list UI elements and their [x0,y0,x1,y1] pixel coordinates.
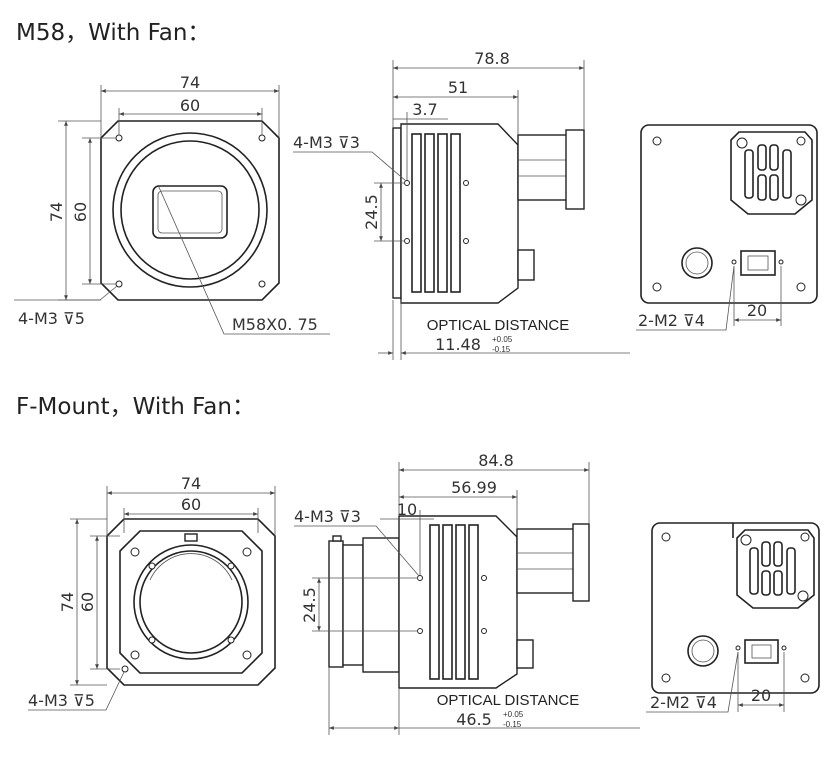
corner-hole [661,532,671,542]
fan-grille [730,131,813,215]
lens-mount-inner [120,140,260,280]
back-holes-label: 2-M2 ⊽4 [638,311,705,330]
side-body [398,515,518,689]
corner-hole [661,673,671,683]
fan-cap [572,523,590,602]
side-holes-label: 4-M3 ⊽3 [293,133,360,152]
back-housing [651,522,820,694]
f-mount-flange [119,530,263,674]
body-length-label: 56.99 [451,478,497,497]
mount-hole [258,134,266,142]
fin [437,133,448,293]
fin [455,524,466,680]
section-title: M58，With Fan： [16,20,210,46]
body-length-label: 51 [448,78,468,97]
fan-housing [516,528,576,594]
hole-pitch-label: 24.5 [300,587,319,623]
hole-span-v-label: 60 [71,202,90,222]
width-label: 74 [180,73,200,92]
hole-span-label: 60 [180,96,200,115]
front-housing [100,120,280,301]
hole-span-label: 60 [181,495,201,514]
leader-back-holes [636,265,735,331]
leader-thread [157,184,330,335]
mount-hole [121,665,129,673]
fin [442,524,453,680]
sensor-window [152,185,228,239]
leader-side-holes [294,525,420,577]
mount-holes-label: 4-M3 ⊽5 [18,309,85,328]
tolerance-minus: -0.15 [503,720,522,729]
lens-mount-outer [112,132,268,288]
f-mount-adapter [362,537,400,673]
fan-housing [517,134,569,201]
corner-hole [652,282,662,292]
sensor-inner [157,190,223,234]
side-holes-label: 4-M3 ⊽3 [294,507,361,526]
front-housing [106,518,276,686]
thread-label: M58X0. 75 [232,315,318,334]
leader-side-holes [293,151,407,182]
corner-hole [796,282,806,292]
side-connector [517,249,535,281]
hole-offset-label: 10 [397,500,417,519]
section-f-mount: F-Mount，With Fan： 74 60 [16,394,820,735]
length-label: 78.8 [474,49,510,68]
mount-holes-label: 4-M3 ⊽5 [28,691,95,710]
corner-hole [800,532,810,542]
fin [411,133,422,293]
tolerance-minus: -0.15 [492,345,511,354]
power-connector [681,247,713,279]
optical-distance-label: OPTICAL DISTANCE [437,692,580,709]
front-flange [392,127,402,299]
width-label: 74 [181,474,201,493]
back-hole-pitch-label: 20 [751,686,771,705]
fan-grille [736,529,815,609]
optical-distance-label: OPTICAL DISTANCE [427,317,570,334]
f-mount-ring-outer [133,544,249,660]
leader-mount-holes [14,285,118,301]
back-hole-pitch-label: 20 [747,301,767,320]
mount-hole [115,134,123,142]
power-connector [687,635,719,667]
hole-offset-label: 3.7 [412,100,437,119]
side-view: 84.8 56.99 10 4-M3 ⊽3 24.5 OPTICAL DISTA… [294,451,640,735]
side-view: 78.8 51 3.7 4-M3 ⊽3 24.5 OPTICAL DISTANC… [293,49,630,360]
f-mount-barrel [342,544,364,666]
f-mount-barrel-front [328,540,344,668]
height-label: 74 [47,202,66,222]
leader-back-holes [646,651,739,713]
fin [424,133,435,293]
corner-hole [796,136,806,146]
length-label: 84.8 [478,451,514,470]
corner-hole [800,673,810,683]
back-view: 2-M2 ⊽4 20 [646,522,820,713]
back-view: 2-M2 ⊽4 20 [636,124,818,331]
tolerance-plus: +0.05 [492,335,513,344]
front-view: 74 60 74 60 4-M3 ⊽5 [28,474,276,711]
fin [450,133,461,293]
hole-pitch-label: 24.5 [362,194,381,230]
mount-latch [184,533,198,542]
side-connector [516,639,534,669]
ethernet-port [744,639,779,664]
section-m58: M58，With Fan： 74 60 74 [14,20,818,360]
height-label: 74 [58,592,77,612]
hole-span-v-label: 60 [78,592,97,612]
optical-distance-value: 46.5 [456,710,492,729]
optical-distance-value: 11.48 [435,335,481,354]
mount-hole [258,280,266,288]
section-title: F-Mount，With Fan： [16,394,255,420]
back-holes-label: 2-M2 ⊽4 [650,693,717,712]
tolerance-plus: +0.05 [503,710,524,719]
fin [468,524,479,680]
ethernet-port [740,250,776,276]
fan-cap [565,129,585,210]
f-mount-ring-inner [139,550,243,654]
leader-mount-holes [28,671,125,711]
corner-hole [652,136,662,146]
front-view: 74 60 74 60 4-M3 ⊽5 M58X0. 75 [14,73,330,335]
fin [429,524,440,680]
